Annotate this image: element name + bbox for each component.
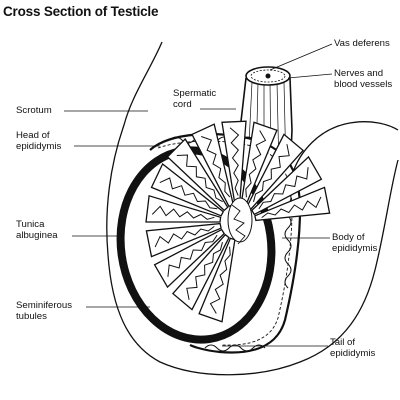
label-tunica-albuginea-line2: albuginea <box>16 230 58 241</box>
rete-testis <box>227 197 253 245</box>
lobule <box>254 186 331 222</box>
lobule <box>250 155 323 216</box>
tubule <box>245 130 267 198</box>
label-nerves-vessels-line1: Nerves and <box>334 68 384 79</box>
label-seminiferous-tubules-line1: Seminiferous <box>16 300 72 311</box>
tubule <box>151 205 215 220</box>
label-seminiferous-tubules-line2: tubules <box>16 311 47 322</box>
label-head-epididymis-line2: epididymis <box>16 141 62 152</box>
tubule <box>261 196 322 218</box>
label-body-epididymis-line2: epididymis <box>332 243 378 254</box>
label-spermatic-cord-line1: Spermatic <box>173 88 217 99</box>
lobule <box>145 222 222 258</box>
leader-nerves-vessels <box>287 73 333 79</box>
tubule <box>167 234 218 277</box>
label-tail-epididymis-line1: Tail of <box>330 337 356 348</box>
scrotum-right-curve <box>291 121 399 176</box>
label-vas-deferens: Vas deferens <box>334 38 390 49</box>
label-tail-epididymis-line2: epididymis <box>330 348 376 359</box>
tubule <box>159 177 218 210</box>
tubule <box>154 226 215 248</box>
label-tunica-albuginea-line1: Tunica <box>16 219 45 230</box>
lobule <box>166 138 229 212</box>
tubule <box>258 167 309 210</box>
lobule <box>153 228 226 289</box>
seminiferous-tubules <box>145 120 331 323</box>
scrotum-outline <box>106 41 399 376</box>
tubule <box>201 136 231 198</box>
lobule <box>150 162 225 217</box>
label-head-epididymis-line1: Head of <box>16 130 50 141</box>
tubule <box>229 127 240 196</box>
diagram-title: Cross Section of Testicle <box>3 4 159 19</box>
tubule <box>176 154 223 203</box>
label-spermatic-cord-line2: cord <box>173 99 192 110</box>
tubule <box>186 241 223 300</box>
leader-vas-deferens <box>269 43 333 71</box>
tubule <box>209 246 231 314</box>
leader-lines <box>64 43 333 347</box>
label-scrotum: Scrotum <box>16 105 52 116</box>
label-body-epididymis-line1: Body of <box>332 232 365 243</box>
tubule <box>253 144 290 203</box>
label-nerves-vessels-line2: blood vessels <box>334 79 393 90</box>
